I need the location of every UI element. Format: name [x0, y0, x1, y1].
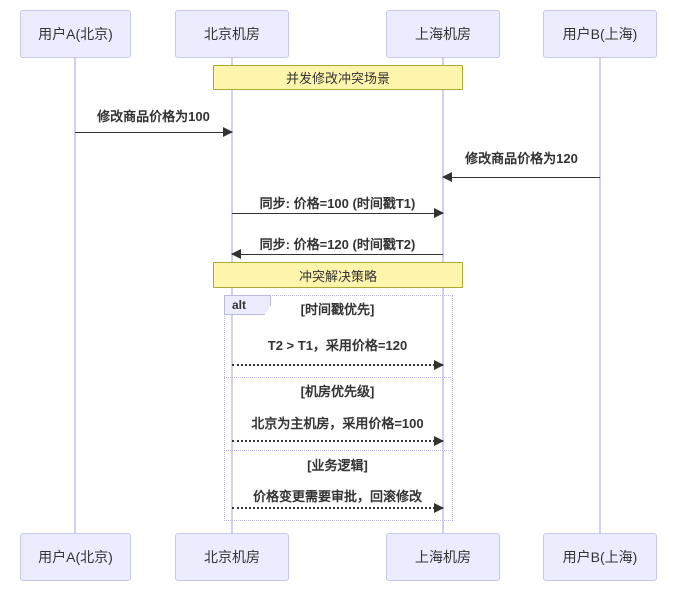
arrowhead-right-icon	[434, 436, 444, 446]
arrowhead-right-icon	[434, 208, 444, 218]
arrowhead-right-icon	[434, 360, 444, 370]
actor-label: 上海机房	[415, 549, 471, 565]
actor-top-beijing: 北京机房	[175, 10, 289, 58]
message-3-arrow	[232, 208, 444, 218]
actor-label: 用户B(上海)	[562, 549, 638, 565]
alt-message-1-arrow	[232, 360, 444, 370]
alt-condition-1: [时间戳优先]	[300, 302, 375, 317]
actor-label: 北京机房	[204, 26, 260, 42]
message-4-arrow	[231, 249, 443, 259]
actor-label: 用户A(北京)	[38, 549, 113, 565]
alt-message-3-arrow	[232, 503, 444, 513]
alt-message-2-label: 北京为主机房，采用价格=100	[251, 416, 424, 431]
note-text: 冲突解决策略	[298, 268, 377, 284]
arrowhead-left-icon	[442, 172, 452, 182]
alt-frame	[224, 295, 453, 521]
actor-label: 用户B(上海)	[562, 26, 638, 42]
alt-message-1-label: T2 > T1，采用价格=120	[267, 338, 408, 353]
note-conflict-resolution: 冲突解决策略	[213, 262, 463, 288]
alt-divider-2	[224, 450, 451, 451]
actor-bottom-userA: 用户A(北京)	[20, 533, 131, 581]
actor-label: 北京机房	[204, 549, 260, 565]
message-2-label: 修改商品价格为120	[465, 151, 578, 166]
actor-label: 上海机房	[415, 26, 471, 42]
lifeline-userB	[599, 58, 601, 533]
arrowhead-right-icon	[434, 503, 444, 513]
message-4-label: 同步: 价格=120 (时间戳T2)	[259, 237, 416, 252]
alt-divider-1	[224, 377, 451, 378]
message-2-arrow	[442, 172, 600, 182]
note-text: 并发修改冲突场景	[285, 71, 390, 86]
arrowhead-left-icon	[231, 249, 241, 259]
message-1-arrow	[75, 127, 233, 137]
actor-label: 用户A(北京)	[38, 26, 113, 42]
alt-condition-3: [业务逻辑]	[307, 458, 368, 473]
actor-bottom-userB: 用户B(上海)	[543, 533, 657, 581]
alt-message-3-label: 价格变更需要审批，回滚修改	[252, 489, 422, 504]
message-3-label: 同步: 价格=100 (时间戳T1)	[259, 196, 416, 211]
alt-keyword-tab: alt	[224, 295, 271, 315]
message-1-label: 修改商品价格为100	[97, 109, 210, 124]
actor-bottom-shanghai: 上海机房	[386, 533, 500, 581]
alt-keyword: alt	[232, 298, 247, 312]
note-concurrent-conflict: 并发修改冲突场景	[213, 65, 463, 90]
actor-bottom-beijing: 北京机房	[175, 533, 289, 581]
lifeline-userA	[74, 58, 76, 533]
actor-top-shanghai: 上海机房	[386, 10, 500, 58]
alt-message-2-arrow	[232, 436, 444, 446]
arrowhead-right-icon	[223, 127, 233, 137]
actor-top-userB: 用户B(上海)	[543, 10, 657, 58]
alt-condition-2: [机房优先级]	[300, 384, 375, 399]
actor-top-userA: 用户A(北京)	[20, 10, 131, 58]
